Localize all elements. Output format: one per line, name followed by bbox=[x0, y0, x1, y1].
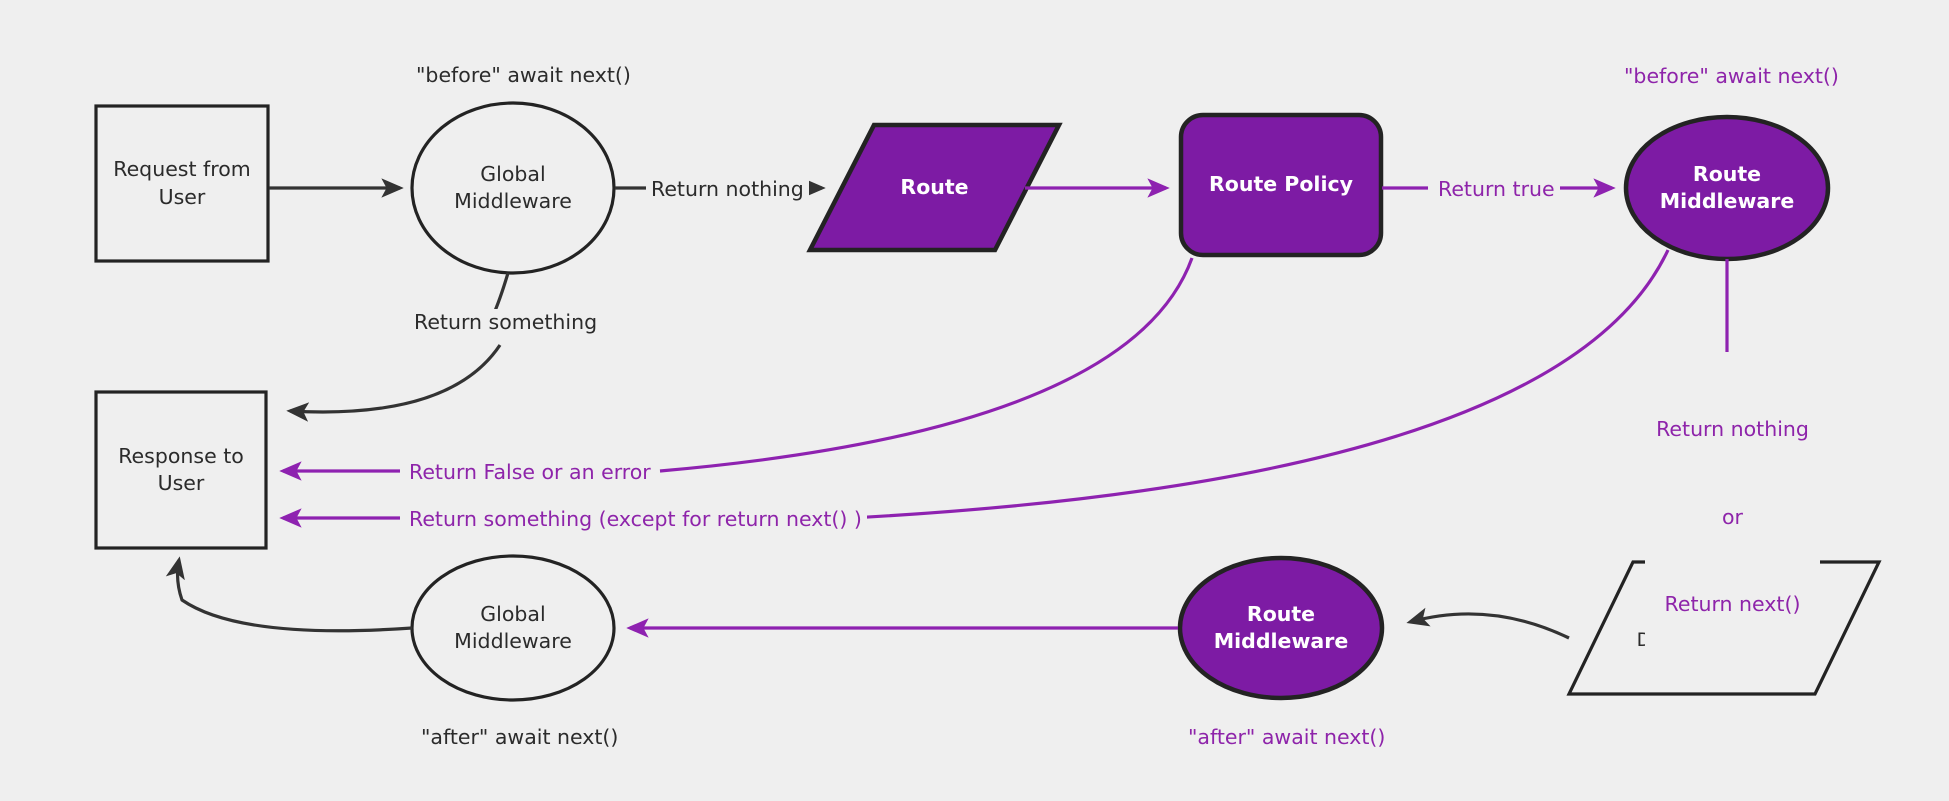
label-return-something: Return something bbox=[409, 309, 603, 336]
node-route-policy bbox=[1178, 112, 1384, 258]
edge-global-middleware-bottom-to-response bbox=[165, 556, 413, 633]
edge-route-policy-to-return-false-label bbox=[659, 257, 1194, 473]
label-return-nothing-or-next: Return nothing or Return next() bbox=[1645, 357, 1820, 678]
node-response-to-user bbox=[94, 390, 268, 550]
label-before-await-next-global: "before" await next() bbox=[416, 63, 631, 87]
label-after-await-next-route: "after" await next() bbox=[1188, 725, 1386, 749]
label-before-await-next-route: "before" await next() bbox=[1624, 64, 1839, 88]
label-after-await-next-global: "after" await next() bbox=[421, 725, 619, 749]
edge-controller-to-route-middleware-bottom bbox=[1406, 607, 1570, 640]
label-return-nothing-or-next-line-2: or bbox=[1722, 504, 1743, 529]
node-route-middleware-bottom bbox=[1177, 555, 1385, 701]
node-route-middleware-top bbox=[1623, 114, 1831, 262]
label-return-false-or-error: Return False or an error bbox=[404, 459, 656, 486]
node-global-middleware-bottom bbox=[410, 554, 616, 702]
node-route bbox=[806, 122, 1063, 253]
edge-route-middleware-to-return-something-except-label bbox=[849, 249, 1670, 520]
node-global-middleware-top bbox=[410, 101, 616, 275]
label-return-nothing-or-next-line-1: Return nothing bbox=[1656, 417, 1809, 442]
label-return-nothing-or-next-line-3: Return next() bbox=[1664, 591, 1801, 616]
label-return-something-except-next: Return something (except for return next… bbox=[404, 506, 867, 533]
label-return-nothing: Return nothing bbox=[646, 176, 809, 203]
node-request-from-user bbox=[94, 104, 270, 263]
edge-return-something-to-response bbox=[286, 344, 502, 422]
label-return-true: Return true bbox=[1433, 176, 1560, 203]
